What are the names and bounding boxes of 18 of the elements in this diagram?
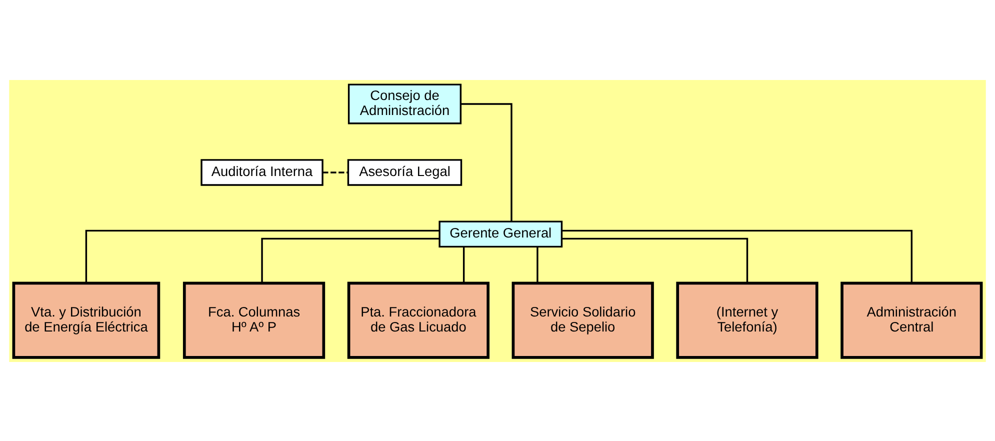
connector	[562, 237, 748, 282]
connector	[261, 237, 440, 282]
connector	[460, 102, 512, 221]
node-box: Auditoría Interna	[200, 158, 324, 186]
node-box: Servicio Solidario de Sepelio	[512, 281, 654, 358]
connector	[322, 171, 348, 173]
connector	[462, 246, 465, 282]
node-box: Gerente General	[438, 220, 563, 248]
node-box: (Internet y Telefonía)	[676, 281, 818, 358]
connector	[536, 246, 538, 282]
node-box: Fca. Columnas Hº Aº P	[182, 281, 326, 358]
node-box: Administración Central	[840, 281, 983, 358]
node-box: Vta. y Distribución de Energía Eléctrica	[12, 281, 160, 358]
connector	[85, 229, 440, 282]
node-box: Pta. Fraccionadora de Gas Licuado	[347, 281, 490, 358]
node-box: Asesoría Legal	[347, 158, 462, 186]
node-box: Consejo de Administración	[348, 83, 462, 124]
connector	[562, 229, 912, 282]
